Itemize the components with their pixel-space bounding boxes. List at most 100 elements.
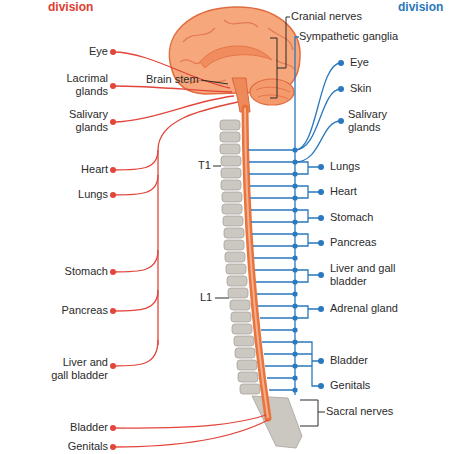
ganglion-dot [292, 255, 297, 260]
organ-label: Eye [350, 56, 430, 69]
division-heading: division [398, 0, 454, 14]
ganglion-dot [292, 171, 297, 176]
organ-label: Genitals [48, 440, 108, 453]
brain [183, 28, 215, 42]
nerve-end-dot [110, 444, 116, 450]
organ-label: Eye [68, 45, 108, 58]
ganglion-dot [292, 207, 297, 212]
structure-label: Sympathetic ganglia [299, 30, 429, 43]
nerve-end-dot [318, 272, 324, 278]
organ-label: Heart [330, 185, 430, 198]
structure-label: Brain stem [146, 73, 206, 86]
ganglion-dot [292, 327, 297, 332]
parasympathetic-nerve [113, 290, 158, 311]
sympathetic-chain [295, 270, 321, 282]
ganglion-dot [292, 315, 297, 320]
parasympathetic-nerve [113, 96, 234, 122]
organ-label: Liver and gall bladder [48, 356, 108, 382]
spinal-cord [245, 108, 268, 418]
organ-label: Pancreas [48, 304, 108, 317]
sympathetic-chain [295, 306, 321, 318]
nerve-end-dot [318, 164, 324, 170]
brain [200, 46, 272, 68]
vertebra [232, 324, 252, 334]
ganglion-dot [292, 267, 297, 272]
ganglion-dot [292, 147, 297, 152]
vertebra [221, 180, 241, 190]
vertebra [226, 264, 246, 274]
organ-label: Bladder [48, 421, 108, 434]
brain [250, 79, 294, 105]
organ-label: Lungs [330, 160, 430, 173]
parasympathetic-nerve [113, 250, 158, 272]
vertebra [222, 192, 242, 202]
parasympathetic-nerve [113, 150, 158, 170]
nerve-end-dot [318, 383, 324, 389]
nerve-end-dot [318, 189, 324, 195]
level-label: L1 [200, 291, 220, 304]
organ-label: Bladder [330, 354, 430, 367]
bracket [201, 80, 228, 84]
vertebra [231, 312, 251, 322]
ganglion-dot [292, 159, 297, 164]
parasympathetic-nerve [113, 175, 158, 195]
parasympathetic-nerve [113, 415, 266, 428]
ganglion-dot [292, 351, 297, 356]
vertebra [220, 132, 240, 142]
nerve-end-dot [110, 363, 116, 369]
vertebra [227, 276, 247, 286]
organ-label: Liver and gall bladder [330, 262, 404, 288]
vertebra [223, 216, 243, 226]
nerve-end-dot [110, 83, 116, 89]
organ-label: Heart [58, 163, 108, 176]
division-heading: division [48, 0, 108, 14]
sympathetic-chain [248, 150, 295, 390]
level-label: T1 [198, 159, 218, 172]
nerve-end-dot [110, 49, 116, 450]
sympathetic-chain [295, 210, 321, 222]
organ-label: Stomach [48, 265, 108, 278]
nerve-end-dot [338, 86, 344, 92]
parasympathetic-nerve [113, 52, 268, 447]
vertebra [240, 384, 260, 394]
organ-label: Salivary glands [348, 108, 408, 134]
vertebra [221, 168, 241, 178]
bracket [215, 298, 229, 299]
structure-label: Sacral nerves [326, 405, 436, 418]
ganglion-dot [292, 147, 297, 392]
nerve-end-dot [318, 358, 324, 364]
organ-label: Skin [350, 82, 430, 95]
bracket [300, 400, 325, 426]
vertebra [225, 252, 245, 262]
nerve-end-dot [338, 60, 344, 66]
ganglion-dot [292, 183, 297, 188]
sympathetic-chain [295, 186, 321, 198]
bracket [270, 17, 290, 98]
ganglion-dot [292, 303, 297, 308]
vertebra [222, 204, 242, 214]
nerve-end-dot [110, 49, 116, 55]
brain [256, 87, 290, 99]
nerve-end-dot [318, 60, 344, 389]
vertebra [224, 240, 244, 250]
ganglion-dot [292, 387, 297, 392]
sympathetic-chain [295, 342, 321, 386]
nerve-end-dot [110, 192, 116, 198]
parasympathetic-nerve [158, 102, 238, 345]
ganglion-dot [292, 339, 297, 344]
nerve-end-dot [110, 269, 116, 275]
sympathetic-chain [295, 121, 341, 162]
vertebra [220, 144, 240, 154]
brain [180, 60, 200, 64]
vertebra [230, 300, 250, 310]
nerve-end-dot [318, 215, 324, 221]
ganglion-dot [292, 291, 297, 296]
organ-label: Lungs [58, 188, 108, 201]
vertebra [228, 288, 248, 298]
brain [224, 20, 258, 27]
vertebra [238, 372, 258, 382]
sympathetic-chain [248, 37, 341, 395]
sympathetic-chain [295, 89, 341, 150]
